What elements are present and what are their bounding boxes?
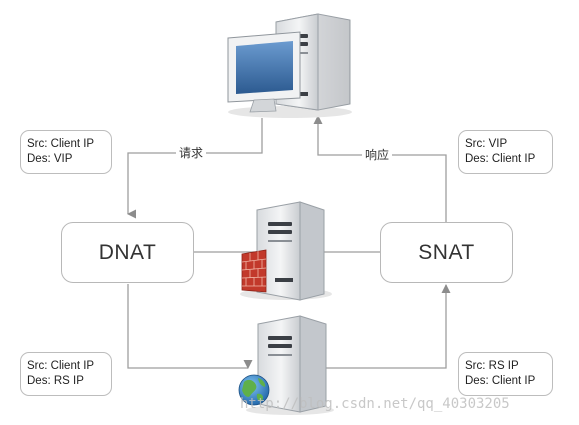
note-des: Des: Client IP (465, 375, 536, 387)
dnat-label: DNAT (98, 240, 157, 264)
firewall-icon (241, 249, 267, 293)
dnat-node: DNAT (61, 222, 194, 283)
snat-node: SNAT (380, 222, 513, 283)
request-label: 请求 (176, 146, 207, 160)
note-src: Src: Client IP (27, 138, 95, 150)
globe-icon (238, 374, 270, 406)
note-src: Src: Client IP (27, 360, 95, 372)
watermark: http://blog.csdn.net/qq_40303205 (240, 396, 510, 412)
note-client-to-rs: Src: Client IP Des: RS IP (20, 352, 112, 396)
note-src: Src: RS IP (465, 360, 519, 372)
note-client-to-vip: Src: Client IP Des: VIP (20, 130, 112, 174)
dnat-to-rs-edge (127, 284, 253, 369)
real-server-icon (238, 315, 334, 415)
note-src: Src: VIP (465, 138, 508, 150)
note-des: Des: VIP (27, 153, 73, 165)
note-rs-to-client: Src: RS IP Des: Client IP (458, 352, 553, 396)
snat-label: SNAT (418, 240, 475, 264)
rs-to-snat-edge (320, 284, 451, 369)
response-edge (313, 115, 447, 222)
gateway-server-icon (240, 201, 332, 301)
request-edge (127, 118, 263, 219)
note-des: Des: RS IP (27, 375, 84, 387)
note-des: Des: Client IP (465, 153, 536, 165)
response-label: 响应 (362, 148, 393, 162)
client-computer-icon (227, 13, 352, 118)
note-vip-to-client: Src: VIP Des: Client IP (458, 130, 553, 174)
